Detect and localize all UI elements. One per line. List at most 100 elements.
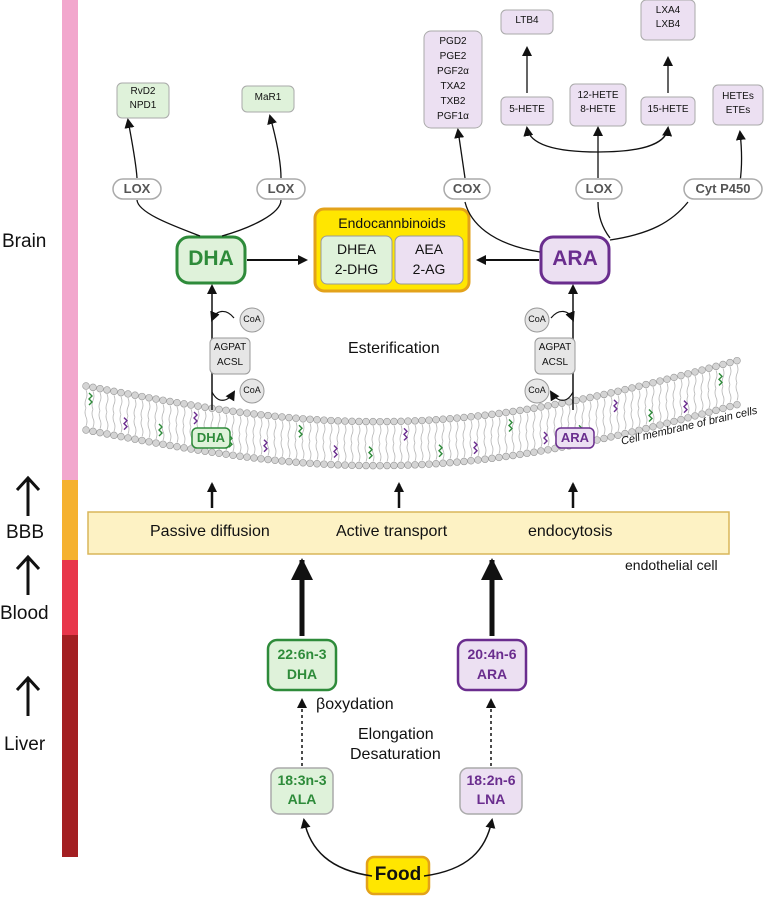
lipid-head [425, 416, 433, 424]
lipid-head [628, 384, 636, 392]
lipid-head [313, 460, 321, 468]
lipid-head [138, 392, 146, 401]
lipid-head [236, 452, 244, 460]
lipid-head [341, 417, 349, 425]
lipid-head [243, 453, 251, 461]
lipid-head [327, 460, 335, 469]
lipid-head [593, 392, 601, 400]
lipid-tail [133, 399, 137, 436]
lipid-head [530, 448, 538, 456]
cox-enzyme-pill [443, 178, 491, 200]
lipid-tail [679, 379, 683, 416]
lna-code: 18:2n-6 [466, 772, 516, 788]
cyp450-enzyme-pill [683, 178, 763, 200]
lipid-tail [476, 419, 480, 457]
lipid-tail [252, 417, 256, 455]
lipid-head [124, 390, 132, 398]
lna-box [459, 767, 523, 815]
liver-region-label: Liver [4, 734, 46, 755]
fatty-acid-squiggle [333, 445, 338, 459]
ara-liver-code: 20:4n-6 [467, 646, 517, 662]
lipid-head [320, 460, 328, 468]
lipid-head [453, 414, 461, 422]
membrane-ara-tag [555, 427, 595, 449]
ara-brain-label: ARA [552, 247, 598, 270]
lipid-head [579, 395, 587, 403]
lipid-tail [504, 416, 508, 453]
lipid-head [733, 400, 741, 409]
ara-liver-name: ARA [476, 666, 508, 682]
coa-circle [239, 378, 265, 404]
lipid-head [649, 379, 657, 387]
desaturation-label: Desaturation [350, 746, 441, 763]
brain-region-label: Brain [2, 231, 47, 252]
mar1-label: MaR1 [254, 92, 282, 103]
lipid-head [383, 417, 391, 426]
2ag-label: 2-AG [412, 261, 446, 277]
lipid-tail [147, 401, 151, 438]
lox-enzyme-pill [575, 178, 623, 200]
lipid-head [110, 431, 118, 440]
cyp450-label: Cyt P450 [695, 181, 751, 196]
lipid-head [446, 458, 454, 467]
lipid-head [96, 428, 104, 437]
lipid-tail [441, 423, 445, 460]
prostanoid-label: PGF1α [437, 111, 469, 122]
prostanoid-label: PGD2 [439, 36, 467, 47]
hete15-box [640, 96, 696, 126]
lipid-head [446, 414, 454, 423]
lipid-head [215, 449, 223, 458]
lipid-head [726, 358, 734, 367]
blood-region-bar [62, 560, 78, 635]
lipid-tail [140, 400, 144, 437]
lipid-tail [448, 422, 452, 459]
liver-region-bar [62, 635, 78, 857]
lipid-head [691, 368, 699, 376]
lipid-head [229, 407, 237, 415]
lipid-head [257, 411, 265, 419]
coa-label: CoA [528, 385, 546, 395]
lipid-head [341, 461, 349, 469]
lipid-tail [462, 421, 466, 458]
lipid-head [334, 417, 342, 425]
lipid-tail [364, 425, 368, 462]
esterification-label: Esterification [348, 340, 440, 357]
lipid-tail [259, 418, 263, 455]
lipid-head [432, 460, 440, 468]
dha-liver-name: DHA [286, 666, 318, 682]
ara-liver-box [456, 638, 528, 692]
agpat-label: AGPAT [213, 342, 247, 353]
lipid-head [670, 373, 678, 382]
lipid-head [222, 450, 230, 459]
lipid-head [292, 414, 300, 422]
fatty-acid-squiggle [123, 417, 128, 431]
ala-code: 18:3n-3 [277, 772, 327, 788]
lipid-tail [329, 424, 333, 461]
lipid-head [418, 416, 426, 425]
lipid-head [348, 461, 356, 470]
beta-oxidation-label: βoxydation [316, 696, 394, 713]
lipid-head [523, 405, 531, 414]
lna-name: LNA [476, 791, 506, 807]
lipid-head [635, 426, 643, 434]
coa-label: CoA [243, 314, 261, 324]
fatty-acid-squiggle [158, 423, 163, 437]
npd1-label: NPD1 [129, 100, 157, 111]
lipid-head [467, 457, 475, 465]
lipid-head [124, 434, 132, 442]
lipid-head [509, 451, 517, 460]
lipid-head [271, 412, 279, 420]
lipid-head [376, 461, 384, 470]
lipid-tail [161, 404, 165, 441]
lipid-tail [168, 405, 172, 442]
2dhg-label: 2-DHG [334, 261, 379, 277]
lipid-head [677, 415, 685, 424]
lipid-head [215, 405, 223, 414]
lipid-head [439, 415, 447, 423]
dha-liver-code: 22:6n-3 [277, 646, 327, 662]
lipid-tail [154, 402, 158, 440]
lipid-head [404, 417, 412, 425]
lipid-tail [455, 421, 459, 459]
lipid-head [89, 383, 97, 392]
